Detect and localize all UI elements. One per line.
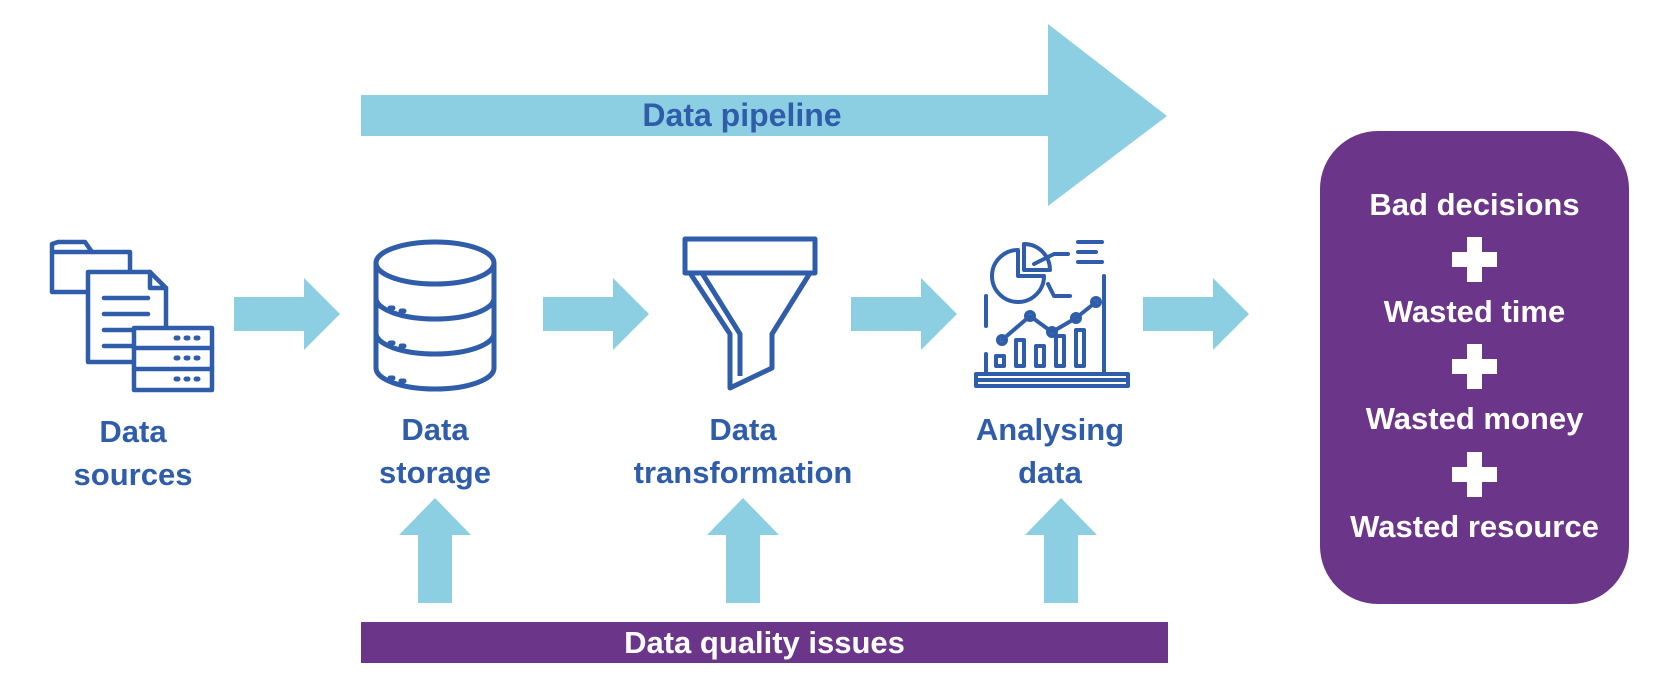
flow-arrow-1 bbox=[234, 278, 340, 350]
up-arrow-analysing bbox=[1025, 498, 1097, 603]
outcomes-box: Bad decisions Wasted time Wasted money W… bbox=[1320, 131, 1629, 604]
funnel-icon bbox=[682, 236, 818, 391]
flow-arrow-3 bbox=[851, 278, 957, 350]
plus-icon bbox=[1452, 237, 1497, 282]
pipeline-label: Data pipeline bbox=[642, 97, 842, 133]
plus-icon bbox=[1452, 344, 1497, 389]
database-icon bbox=[373, 239, 497, 392]
outcome-wasted-resource: Wasted resource bbox=[1350, 509, 1599, 544]
data-quality-issues-bar: Data quality issues bbox=[361, 622, 1168, 663]
outcome-wasted-time: Wasted time bbox=[1383, 294, 1566, 329]
documents-folder-server-icon bbox=[49, 239, 215, 393]
flow-arrow-4 bbox=[1143, 278, 1249, 350]
outcome-bad-decisions: Bad decisions bbox=[1369, 187, 1580, 222]
flow-arrow-2 bbox=[543, 278, 649, 350]
analytics-dashboard-icon bbox=[974, 240, 1130, 388]
up-arrow-storage bbox=[399, 498, 471, 603]
plus-icon bbox=[1452, 452, 1497, 497]
up-arrow-transformation bbox=[707, 498, 779, 603]
outcome-wasted-money: Wasted money bbox=[1365, 401, 1584, 436]
